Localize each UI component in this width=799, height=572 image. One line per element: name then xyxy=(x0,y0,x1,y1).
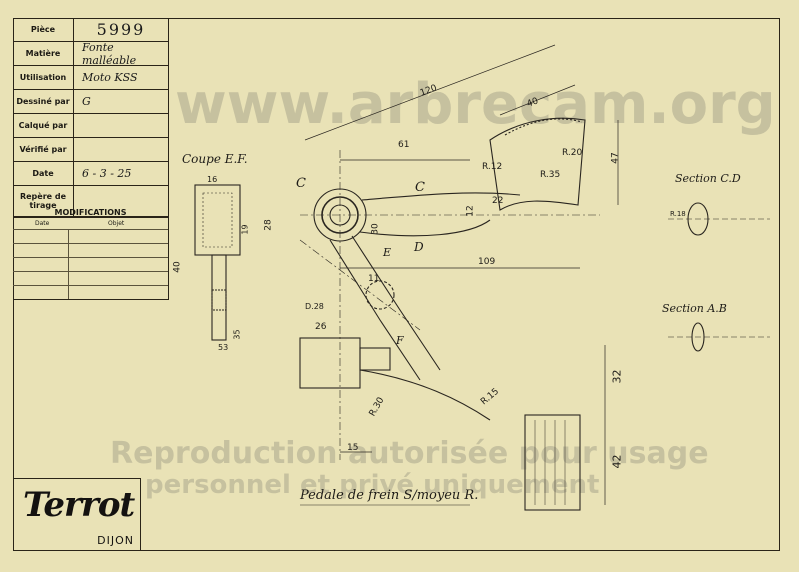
label-matiere: Matière xyxy=(25,49,61,58)
dim-line-40 xyxy=(499,84,576,116)
lower-section-boss xyxy=(359,347,391,371)
title-row-piece: Pièce 5999 xyxy=(13,18,168,42)
letter-d: D xyxy=(414,240,424,254)
drawing-caption: Pedale de frein S/moyeu R. xyxy=(300,488,479,503)
pedal-head xyxy=(489,117,586,211)
value-date: 6 - 3 - 25 xyxy=(73,162,168,185)
dim-line-120 xyxy=(304,44,556,141)
value-verifie xyxy=(73,138,168,161)
letter-c-left: C xyxy=(296,176,306,191)
title-row-verifie: Vérifié par xyxy=(13,138,168,162)
modifications-block: MODIFICATIONS Date Objet xyxy=(13,203,169,300)
dim-r18: R.18 xyxy=(670,210,686,218)
dim-d28: D.28 xyxy=(305,302,324,311)
dim-42: 42 xyxy=(610,454,624,469)
dim-12: 12 xyxy=(465,205,476,217)
logo-brand: Terrot xyxy=(23,485,135,525)
mods-divider xyxy=(68,229,69,299)
coupe-ef-body xyxy=(194,184,241,256)
boss-circle xyxy=(365,280,395,310)
letter-c: C xyxy=(415,180,425,195)
label-verifie: Vérifié par xyxy=(19,145,67,154)
label-piece: Pièce xyxy=(30,25,56,34)
lower-arm-edge xyxy=(329,239,421,381)
lower-section-body xyxy=(299,337,361,389)
col-objet: Objet xyxy=(108,220,125,227)
dim-15: 15 xyxy=(347,443,359,453)
dim-26: 26 xyxy=(315,322,327,332)
label-date: Date xyxy=(32,169,54,178)
coupe-ef-hatch xyxy=(211,289,227,311)
letter-f: F xyxy=(396,334,404,347)
col-date: Date xyxy=(35,220,50,227)
value-piece: 5999 xyxy=(73,18,168,41)
drawing-frame xyxy=(13,18,780,551)
label-utilisation: Utilisation xyxy=(19,73,67,82)
value-utilisation: Moto KSS xyxy=(73,66,168,89)
dim-22: 22 xyxy=(492,196,504,206)
mods-line xyxy=(13,285,168,286)
arm-upper-edge xyxy=(361,192,521,201)
dim-28: 28 xyxy=(263,219,274,231)
title-row-calque: Calqué par xyxy=(13,114,168,138)
dim-r12: R.12 xyxy=(482,162,503,172)
centre-line-diag xyxy=(299,239,421,331)
terrot-logo: Terrot DIJON xyxy=(13,478,141,551)
pedal-pad xyxy=(524,414,581,511)
dim-19: 19 xyxy=(240,224,250,235)
arm-lower-edge xyxy=(359,219,491,237)
value-matiere: Fonte malléable xyxy=(73,41,168,67)
value-calque xyxy=(73,114,168,137)
mods-line xyxy=(13,229,168,230)
dim-53: 53 xyxy=(218,343,229,352)
title-block: Pièce 5999 Matière Fonte malléable Utilisa… xyxy=(13,18,169,218)
mods-line xyxy=(13,271,168,272)
mods-line xyxy=(13,243,168,244)
dim-35: 35 xyxy=(232,329,242,340)
title-row-date: Date 6 - 3 - 25 xyxy=(13,162,168,186)
lower-arm-edge-2 xyxy=(351,235,441,371)
dim-40-left: 40 xyxy=(172,261,183,273)
dim-16: 16 xyxy=(207,175,218,184)
label-section-ab: Section A.B xyxy=(662,302,727,315)
watermark-url: www.arbrecam.org xyxy=(175,72,776,137)
dim-109: 109 xyxy=(478,257,496,267)
dim-r20: R.20 xyxy=(562,148,583,158)
dim-61: 61 xyxy=(398,140,410,150)
coupe-ef-shank xyxy=(211,254,227,341)
watermark-line-3: personnel et privé uniquement xyxy=(145,470,600,500)
label-section-cd: Section C.D xyxy=(675,172,741,185)
letter-e: E xyxy=(383,246,392,259)
lower-section-arm xyxy=(359,369,491,421)
pedal-serration xyxy=(504,118,583,136)
value-dessine: G xyxy=(73,90,168,113)
value-repere xyxy=(73,186,168,216)
mods-line xyxy=(13,257,168,258)
dim-47: 47 xyxy=(610,152,621,164)
watermark-line-2: Reproduction autorisée pour usage xyxy=(110,436,709,471)
label-coupe-ef: Coupe E.F. xyxy=(182,152,248,166)
coupe-ef-bore xyxy=(202,192,233,248)
title-row-matiere: Matière Fonte malléable xyxy=(13,41,168,67)
dim-r35: R.35 xyxy=(540,170,561,180)
label-dessine: Dessiné par xyxy=(16,97,70,106)
dim-11: 11 xyxy=(368,274,380,284)
dim-30: 30 xyxy=(370,223,381,235)
label-repere: Repère de tirage xyxy=(19,192,67,210)
logo-city: DIJON xyxy=(97,534,134,547)
title-row-utilisation: Utilisation Moto KSS xyxy=(13,66,168,90)
modifications-title: MODIFICATIONS xyxy=(54,208,127,217)
label-calque: Calqué par xyxy=(18,121,68,130)
title-row-repere: Repère de tirage xyxy=(13,186,168,217)
dim-32: 32 xyxy=(610,369,624,384)
